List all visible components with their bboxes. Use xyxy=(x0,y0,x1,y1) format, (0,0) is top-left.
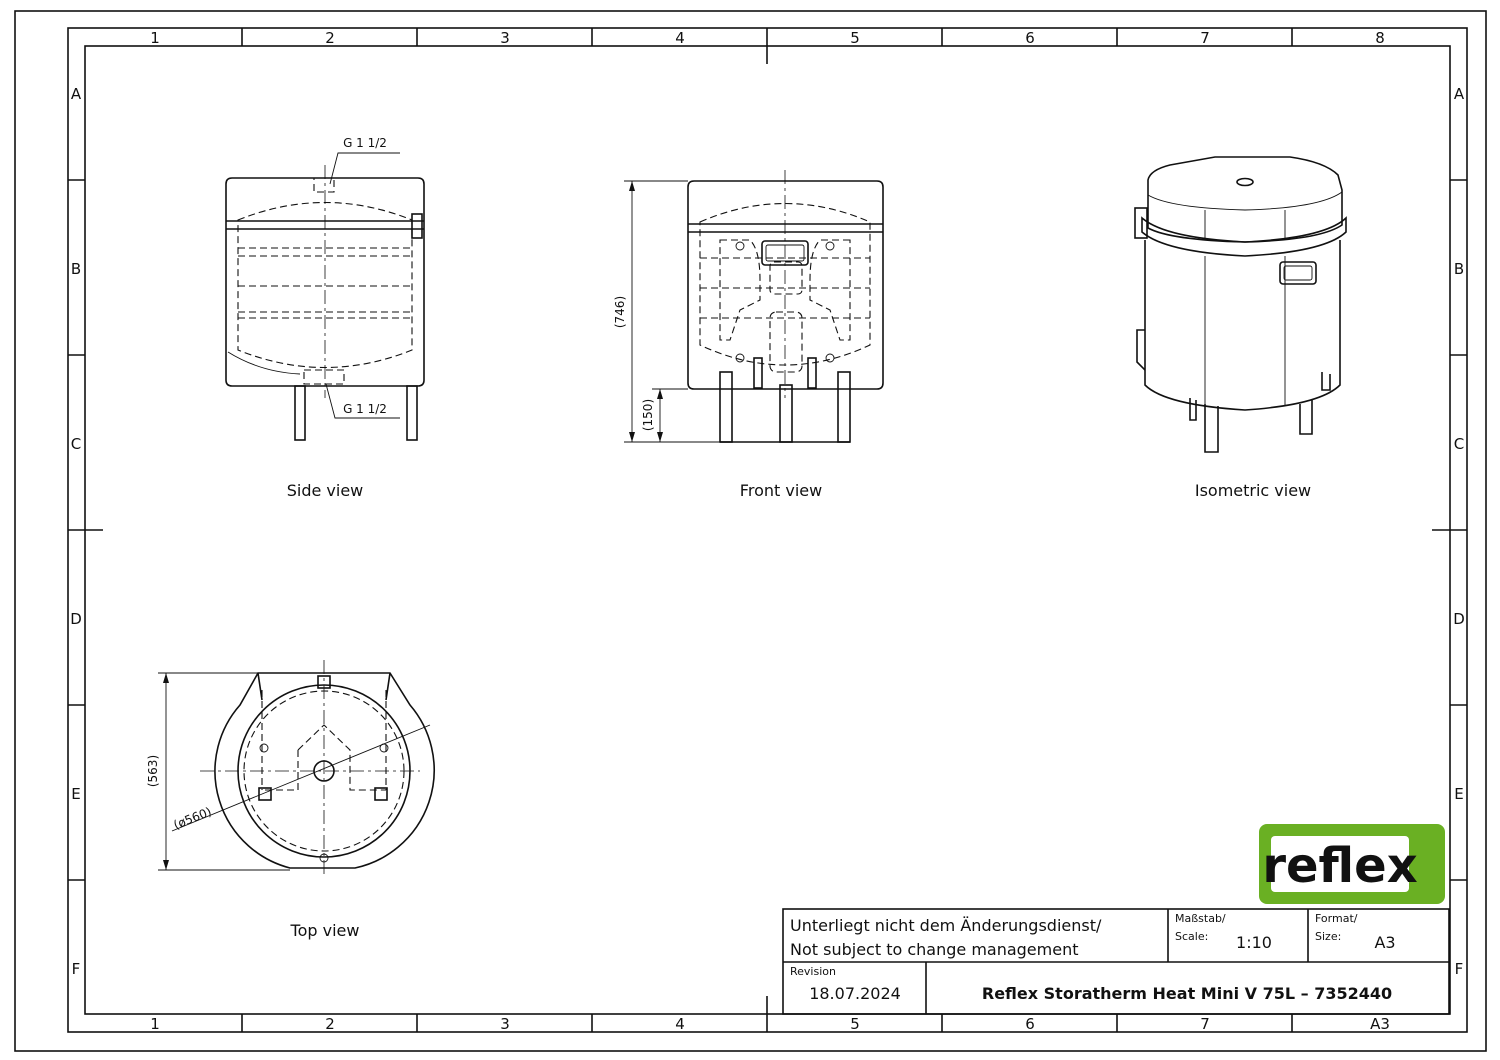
row-label: B xyxy=(1454,260,1464,278)
col-label: 4 xyxy=(675,1015,685,1033)
col-label: A3 xyxy=(1370,1015,1390,1033)
col-label: 1 xyxy=(150,1015,160,1033)
drawing-title: Reflex Storatherm Heat Mini V 75L – 7352… xyxy=(982,984,1392,1003)
col-label: 5 xyxy=(850,29,860,47)
row-label: E xyxy=(71,785,80,803)
top-view-label: Top view xyxy=(290,921,360,940)
format-label-1: Format/ xyxy=(1315,912,1358,925)
row-label: C xyxy=(1454,435,1464,453)
reflex-logo: reflex xyxy=(1259,824,1445,904)
isometric-view-drawing xyxy=(1134,156,1347,453)
format-value: A3 xyxy=(1374,933,1395,952)
side-bottom-connection: G 1 1/2 xyxy=(343,402,387,416)
col-label: 6 xyxy=(1025,29,1035,47)
col-label: 2 xyxy=(325,29,335,47)
front-view-label: Front view xyxy=(740,481,822,500)
side-view-drawing xyxy=(225,152,425,441)
column-labels-bottom: 1 2 3 4 5 6 7 A3 xyxy=(150,1015,1390,1033)
col-label: 1 xyxy=(150,29,160,47)
revision-label: Revision xyxy=(790,965,836,978)
scale-value: 1:10 xyxy=(1236,933,1272,952)
row-label: D xyxy=(70,610,82,628)
scale-label-2: Scale: xyxy=(1175,930,1208,943)
row-label: C xyxy=(71,435,81,453)
col-label: 7 xyxy=(1200,1015,1210,1033)
notice-line-2: Not subject to change management xyxy=(790,940,1079,959)
side-view-label: Side view xyxy=(287,481,364,500)
col-label: 2 xyxy=(325,1015,335,1033)
row-label: F xyxy=(72,960,81,978)
row-label: E xyxy=(1454,785,1463,803)
row-labels-left: A B C D E F xyxy=(70,85,82,978)
side-top-connection: G 1 1/2 xyxy=(343,136,387,150)
row-label: A xyxy=(71,85,82,103)
front-view-drawing xyxy=(624,170,884,443)
front-leg-dimension: (150) xyxy=(641,399,655,431)
row-labels-right: A B C D E F xyxy=(1453,85,1465,978)
col-label: 5 xyxy=(850,1015,860,1033)
top-depth-dimension: (563) xyxy=(146,755,160,787)
col-label: 3 xyxy=(500,29,510,47)
col-label: 3 xyxy=(500,1015,510,1033)
logo-text: reflex xyxy=(1262,838,1417,894)
zone-ticks xyxy=(68,28,1467,1032)
notice-line-1: Unterliegt nicht dem Änderungsdienst/ xyxy=(790,916,1102,935)
row-label: A xyxy=(1454,85,1465,103)
title-block xyxy=(782,908,1450,1015)
col-label: 7 xyxy=(1200,29,1210,47)
isometric-view-label: Isometric view xyxy=(1195,481,1311,500)
row-label: F xyxy=(1455,960,1464,978)
revision-date: 18.07.2024 xyxy=(809,984,901,1003)
format-label-2: Size: xyxy=(1315,930,1341,943)
top-view-drawing xyxy=(158,660,435,878)
front-height-dimension: (746) xyxy=(613,296,627,328)
drawing-frame xyxy=(84,45,1451,1015)
column-labels-top: 1 2 3 4 5 6 7 8 xyxy=(150,29,1385,47)
outer-frame xyxy=(14,10,1487,1052)
col-label: 6 xyxy=(1025,1015,1035,1033)
row-label: D xyxy=(1453,610,1465,628)
top-diameter-dimension: (ø560) xyxy=(172,804,214,832)
col-label: 4 xyxy=(675,29,685,47)
scale-label-1: Maßstab/ xyxy=(1175,912,1226,925)
row-label: B xyxy=(71,260,81,278)
col-label: 8 xyxy=(1375,29,1385,47)
